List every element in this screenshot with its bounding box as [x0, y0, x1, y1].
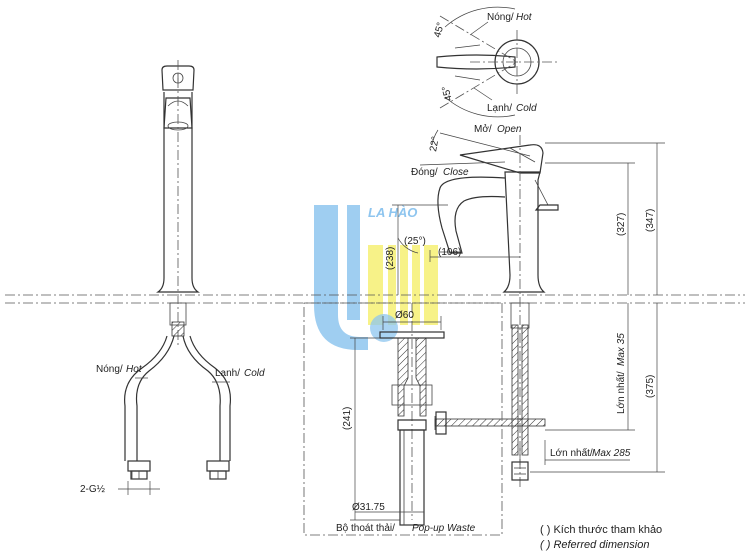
- hot-side-label-en: Hot: [126, 364, 143, 375]
- cold-side-label-en: Cold: [244, 368, 265, 379]
- angle-22: 22°: [428, 136, 441, 153]
- watermark-logo: LA HÀO: [314, 205, 438, 350]
- hot-top-label-vi: Nóng/: [487, 12, 514, 23]
- legend: ( ) Kích thước tham khảo ( ) Referred di…: [540, 523, 662, 553]
- hot-top-label-en: Hot: [516, 12, 533, 23]
- dim-347: (347): [645, 209, 656, 232]
- dim-238: (238): [385, 247, 396, 270]
- waste-label-vi: Bộ thoát thải/: [336, 523, 395, 534]
- legend-line-2: ( ) Referred dimension: [540, 538, 662, 553]
- angle-45-bottom: 45°: [440, 85, 455, 102]
- open-label-en: Open: [497, 124, 522, 135]
- cold-top-label-en: Cold: [516, 103, 537, 114]
- popup-waste: [303, 302, 503, 536]
- cold-top-label-vi: Lạnh/: [487, 103, 512, 114]
- open-label-vi: Mở/: [474, 123, 492, 135]
- close-label-en: Close: [443, 167, 469, 178]
- max35-label-vi: Lớn nhất/: [615, 371, 627, 414]
- legend-line-1: ( ) Kích thước tham khảo: [540, 524, 663, 536]
- dim-241: (241): [342, 407, 353, 430]
- watermark-text: LA HÀO: [368, 205, 417, 220]
- dim-3175: Ø31.75: [352, 502, 385, 513]
- angle-25: (25°): [404, 236, 426, 247]
- hot-side-label-vi: Nóng/: [96, 364, 123, 375]
- angle-45-top: 45°: [432, 21, 447, 38]
- front-view-faucet: [118, 60, 232, 495]
- side-dimensions: [392, 142, 665, 473]
- top-view-handle: [436, 6, 560, 118]
- side-view-faucet: [419, 129, 559, 490]
- thread-label: 2-G½: [80, 484, 106, 495]
- close-label-vi: Đóng/: [411, 167, 438, 178]
- max285-label-vi: Lớn nhất/: [550, 447, 593, 459]
- dim-327: (327): [616, 213, 627, 236]
- counter-top-lines: [5, 294, 745, 304]
- dim-106: (106): [438, 247, 461, 258]
- dim-60: Ø60: [395, 310, 414, 321]
- dim-375: (375): [645, 375, 656, 398]
- max35-label-en: Max 35: [616, 333, 627, 366]
- cold-side-label-vi: Lanh/: [215, 368, 240, 379]
- legend-line-2-text: ( ) Referred dimension: [540, 539, 650, 551]
- waste-label-en: Pop-up Waste: [412, 523, 476, 534]
- max285-label-en: Max 285: [592, 448, 631, 459]
